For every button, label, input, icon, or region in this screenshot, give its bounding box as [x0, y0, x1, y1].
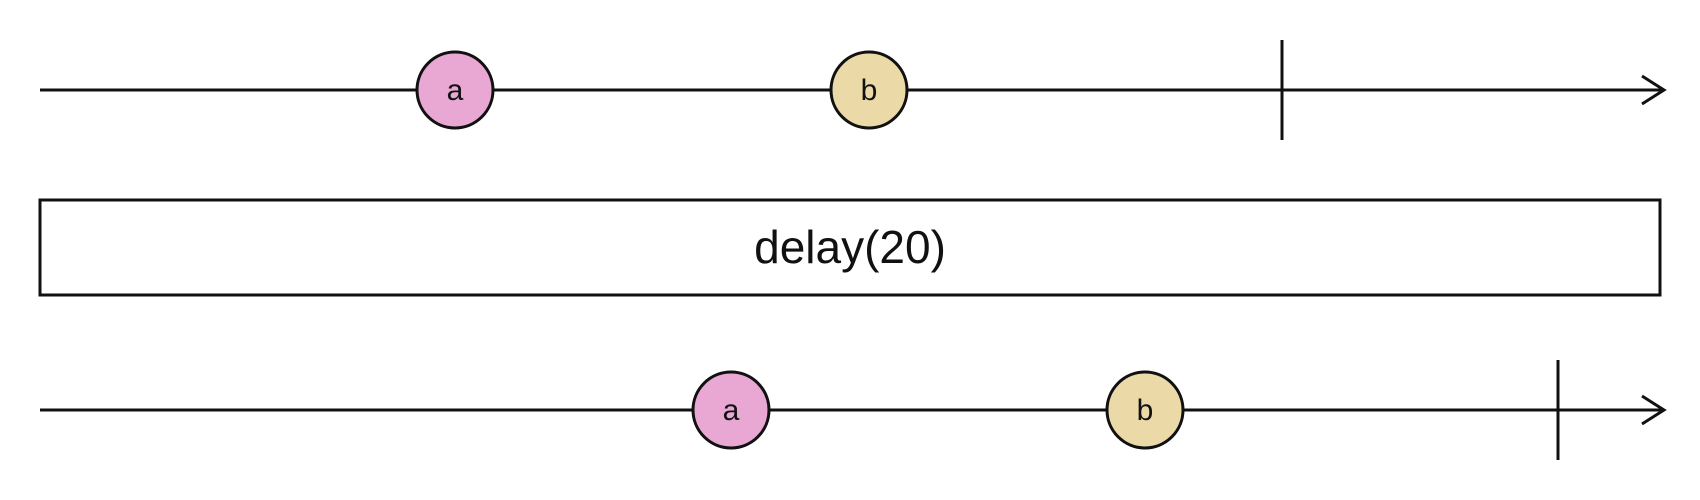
output-marble-a: a [691, 370, 771, 450]
input-marble-a-circle [415, 50, 495, 130]
input-timeline-arrowhead [1641, 74, 1667, 106]
input-marble-a-label: a [447, 74, 464, 107]
operator-label: delay(20) [754, 221, 946, 273]
input-marble-b-circle [829, 50, 909, 130]
output-marble-a-label: a [723, 394, 740, 427]
output-timeline: a b [40, 360, 1667, 460]
output-timeline-arrowhead [1641, 394, 1667, 426]
input-timeline: a b [40, 40, 1667, 140]
input-marble-b: b [829, 50, 909, 130]
output-marble-b-circle [1105, 370, 1185, 450]
input-marble-b-label: b [861, 74, 878, 107]
operator-box: delay(20) [38, 198, 1662, 297]
output-marble-b: b [1105, 370, 1185, 450]
output-marble-a-circle [691, 370, 771, 450]
output-marble-b-label: b [1137, 394, 1154, 427]
input-marble-a: a [415, 50, 495, 130]
operator-box-frame [38, 198, 1662, 297]
